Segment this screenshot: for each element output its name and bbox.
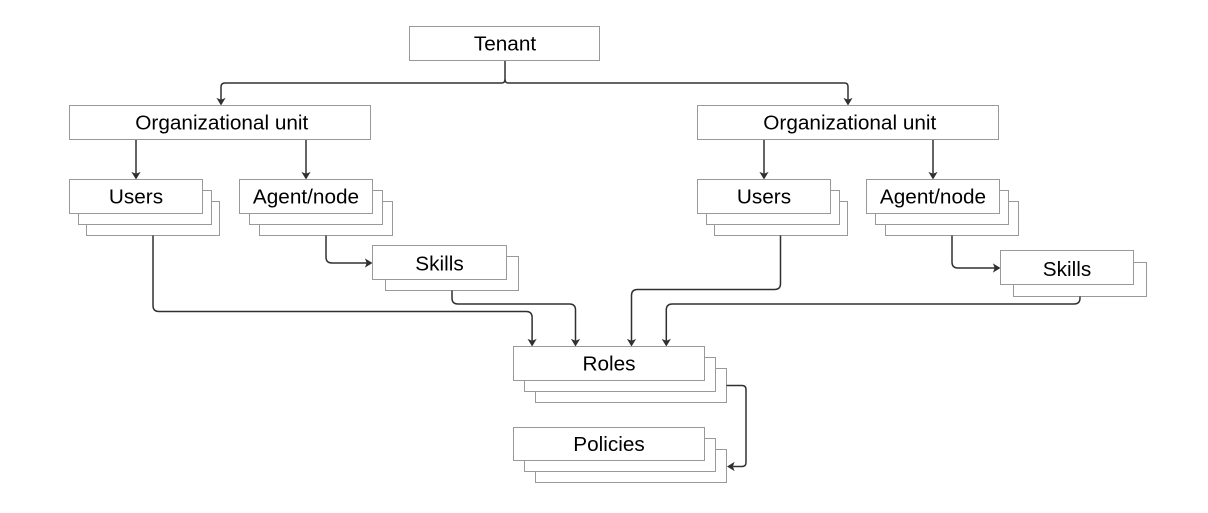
svg-text:Users: Users: [737, 186, 791, 209]
svg-text:Agent/node: Agent/node: [253, 186, 359, 209]
svg-text:Skills: Skills: [1043, 258, 1091, 281]
svg-text:Policies: Policies: [573, 433, 645, 456]
svg-text:Skills: Skills: [415, 252, 463, 275]
svg-text:Tenant: Tenant: [474, 33, 537, 56]
svg-text:Organizational unit: Organizational unit: [135, 112, 308, 135]
svg-text:Organizational unit: Organizational unit: [763, 112, 936, 135]
svg-text:Agent/node: Agent/node: [880, 186, 986, 209]
svg-text:Users: Users: [109, 186, 163, 209]
svg-text:Roles: Roles: [582, 353, 635, 376]
